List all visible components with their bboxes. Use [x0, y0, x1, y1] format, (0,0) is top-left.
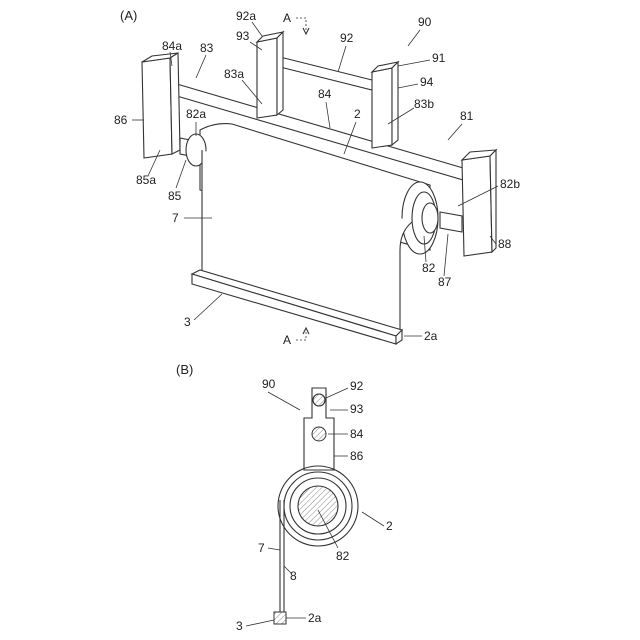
- callout-7: 7: [172, 211, 179, 225]
- roll-2-section: [278, 466, 358, 546]
- callout-84a: 84a: [162, 39, 182, 53]
- callout-2a: 2a: [424, 329, 438, 343]
- callout-b-93: 93: [350, 402, 364, 416]
- callout-b-92: 92: [350, 379, 364, 393]
- callout-85: 85: [168, 189, 182, 203]
- callout-86: 86: [114, 113, 128, 127]
- callout-82b: 82b: [500, 177, 520, 191]
- callout-b-2: 2: [386, 519, 393, 533]
- section-mark-top: A: [283, 11, 309, 34]
- handle-92-hatch: [313, 394, 325, 406]
- callout-2: 2: [354, 107, 361, 121]
- callout-b-3: 3: [236, 619, 243, 633]
- bar-3-section: [274, 612, 286, 624]
- callout-82a: 82a: [186, 107, 206, 121]
- callout-b-86: 86: [350, 449, 364, 463]
- callout-82: 82: [422, 261, 436, 275]
- callout-90: 90: [418, 15, 432, 29]
- section-mark-bottom: A: [283, 328, 309, 347]
- callout-93: 93: [236, 29, 250, 43]
- callout-91: 91: [432, 51, 446, 65]
- callout-92a: 92a: [236, 9, 256, 23]
- section-mark-bottom-label: A: [283, 333, 291, 347]
- panel-b-label: (B): [176, 362, 193, 377]
- callout-b-90: 90: [262, 377, 276, 391]
- callout-b-2a: 2a: [308, 611, 322, 625]
- callout-b-7: 7: [258, 541, 265, 555]
- panel-a-label: (A): [120, 8, 137, 23]
- callout-84: 84: [318, 87, 332, 101]
- callout-83b: 83b: [414, 97, 434, 111]
- callout-b-82: 82: [336, 549, 350, 563]
- callout-b-84: 84: [350, 427, 364, 441]
- callout-83a: 83a: [224, 67, 244, 81]
- callout-3: 3: [184, 315, 191, 329]
- callout-88: 88: [498, 237, 512, 251]
- section-mark-top-label: A: [283, 11, 291, 25]
- panel-a-perspective-view: (A) A: [114, 8, 520, 347]
- callout-b-8: 8: [290, 569, 297, 583]
- callout-94: 94: [420, 75, 434, 89]
- callout-92: 92: [340, 31, 354, 45]
- callout-85a: 85a: [136, 173, 156, 187]
- shaft-84-section: [312, 427, 326, 441]
- callout-87: 87: [438, 275, 452, 289]
- callout-81: 81: [460, 109, 474, 123]
- panel-b-section-view: (B) 90 92 93 84 86 2: [176, 362, 393, 633]
- callout-83: 83: [200, 41, 214, 55]
